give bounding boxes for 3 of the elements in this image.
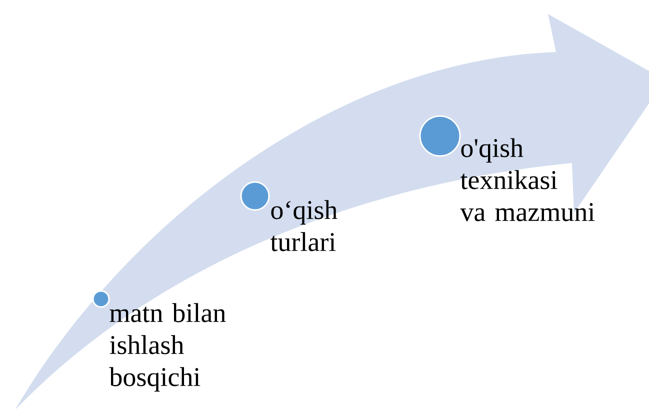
step-label: o'qish texnikasi va mazmuni: [460, 138, 595, 222]
step-label: o‘qish turlari: [270, 200, 338, 252]
step-label: matn bilan ishlash bosqichi: [109, 303, 226, 392]
